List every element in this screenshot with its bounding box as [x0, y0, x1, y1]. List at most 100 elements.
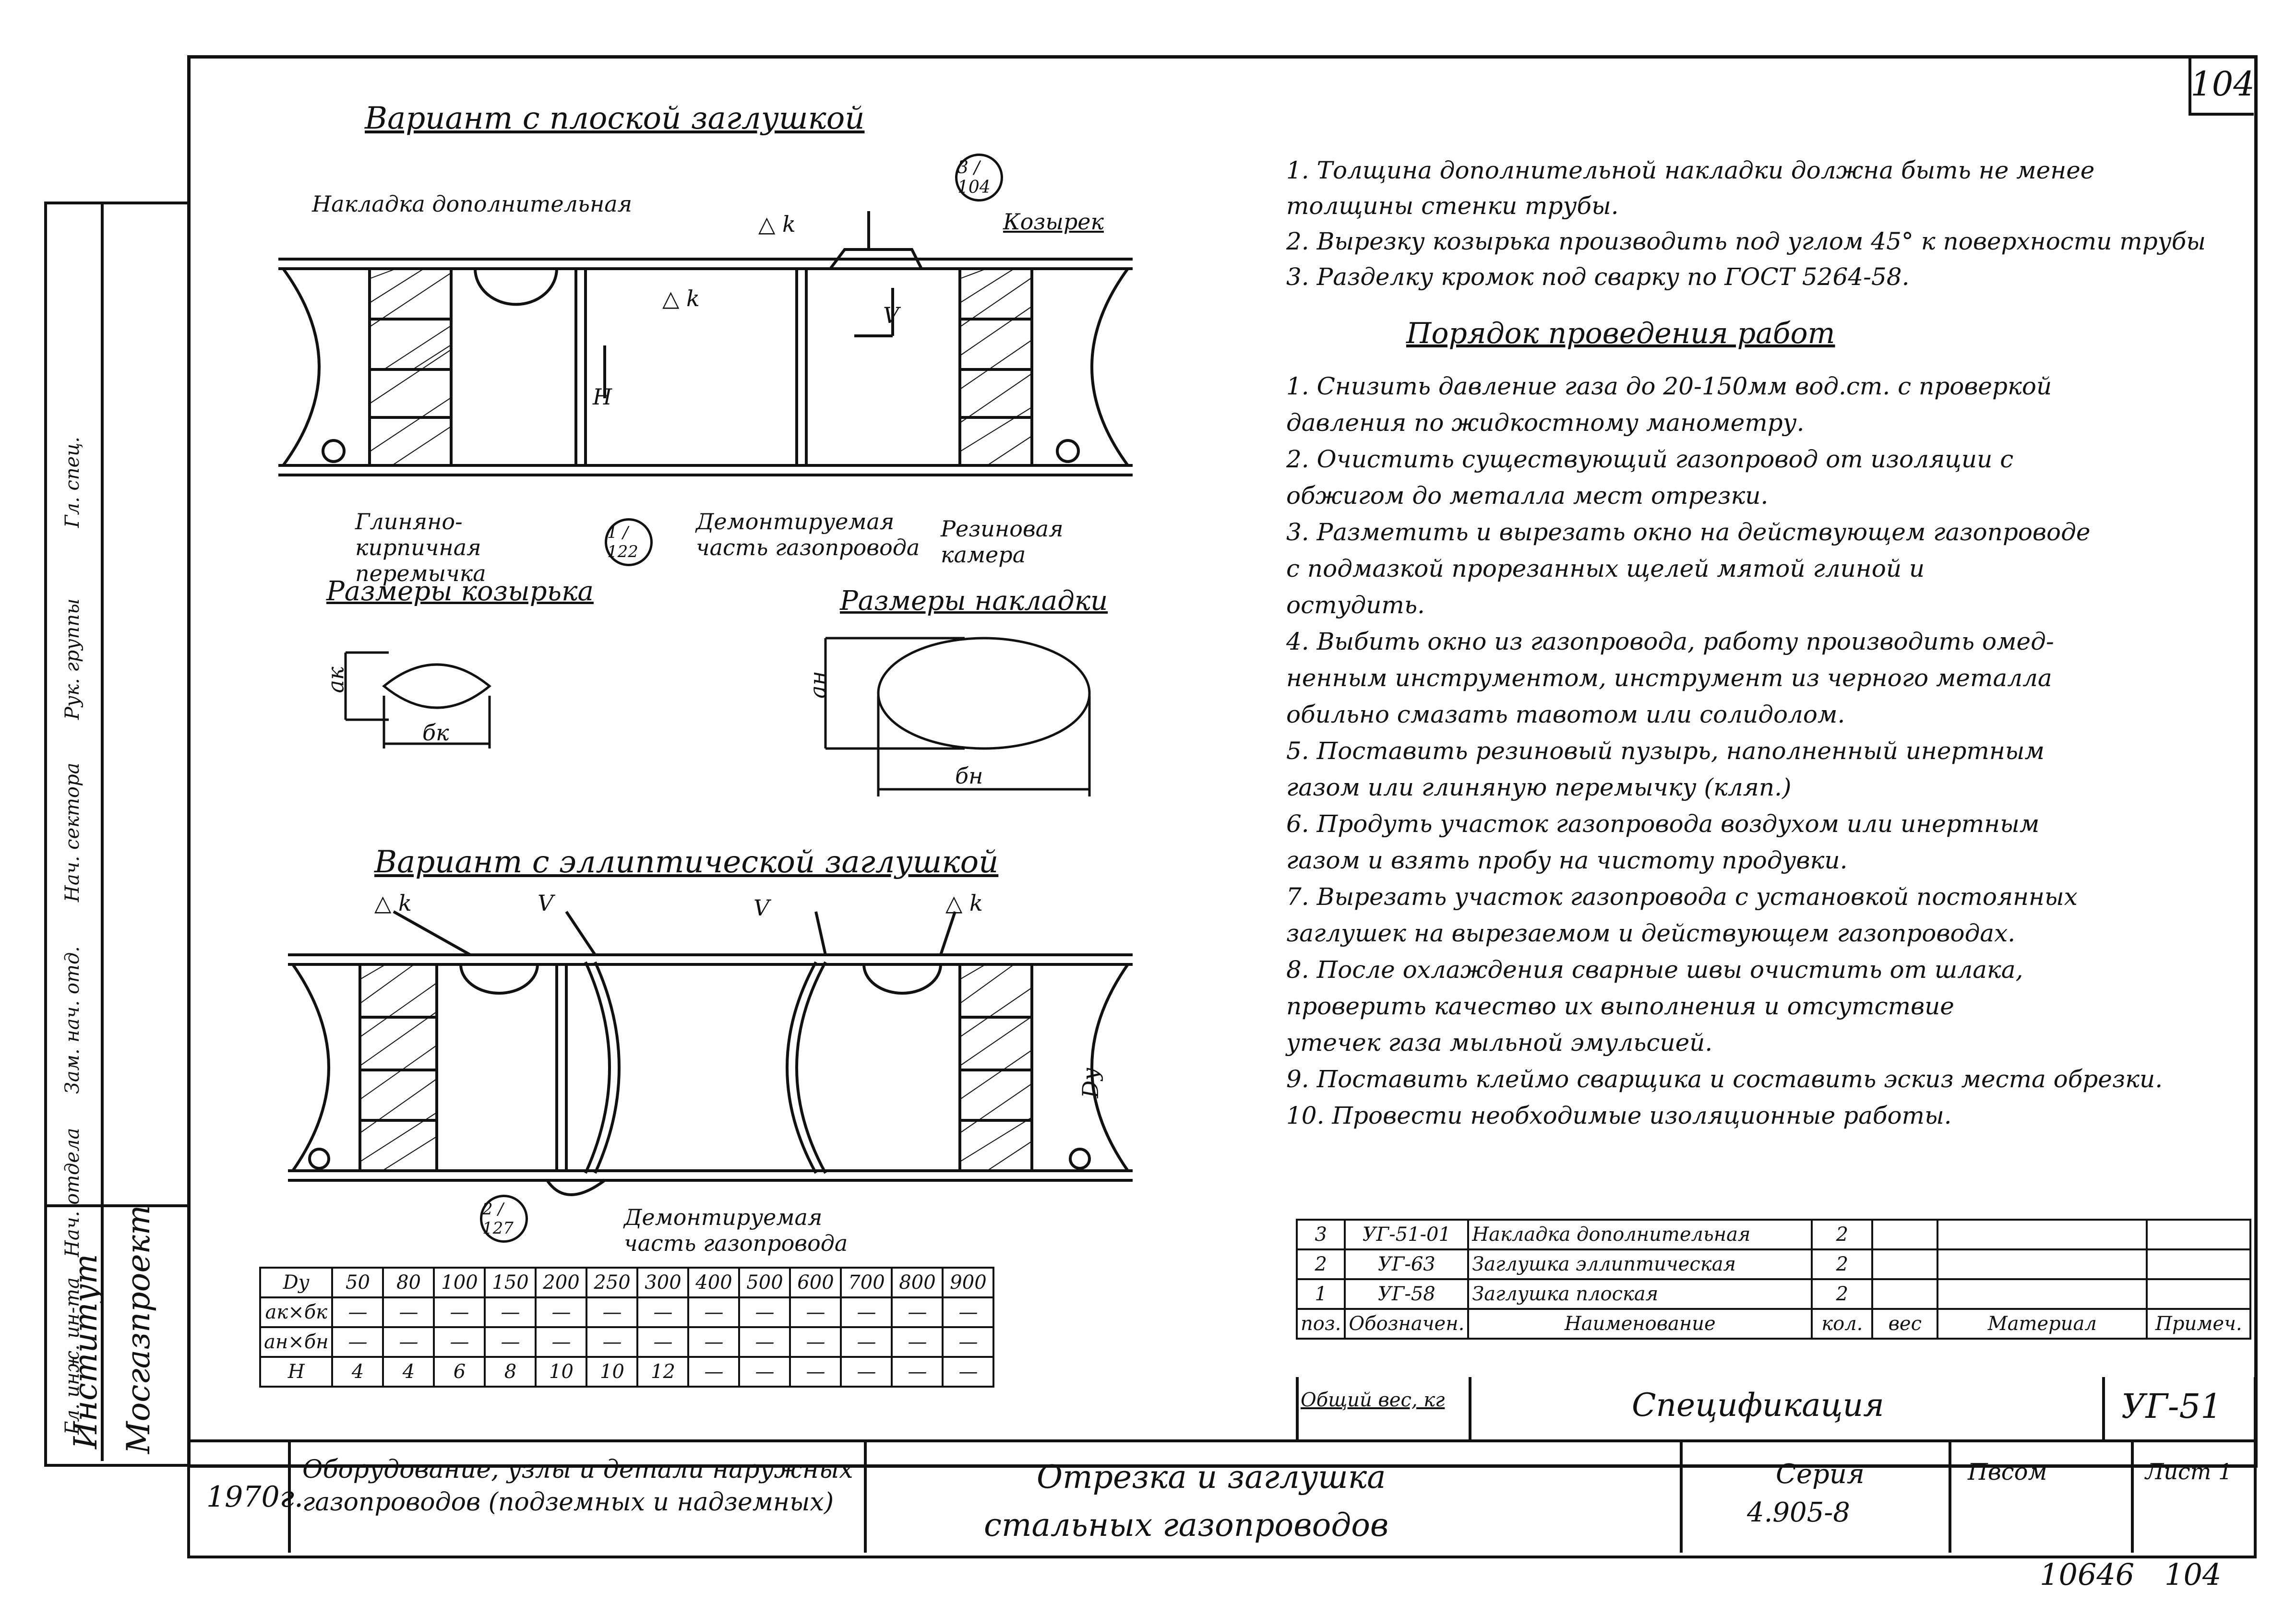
- rubber-chamber-callout: Резиновая камера: [941, 516, 1064, 568]
- dim-h-6: 250: [586, 1267, 639, 1298]
- dim-h-12: 800: [891, 1267, 944, 1298]
- dim-r0-c9: —: [738, 1296, 791, 1328]
- dimension-row-h: Н 4 4 6 8 10 10 12 — — — — — —: [259, 1356, 995, 1388]
- dim-r2-c2: 4: [382, 1356, 435, 1388]
- dim-r0-c3: —: [433, 1296, 486, 1328]
- procedure-title: Порядок проведения работ: [1406, 317, 1835, 350]
- org-label: Мосгазпроект: [120, 1205, 157, 1454]
- dim-bn: бн: [955, 763, 983, 789]
- proc-line-16: заглушек на вырезаемом и действующем газ…: [1286, 919, 2016, 947]
- spec-2-note: [2146, 1248, 2252, 1280]
- spec-3-designation: УГ-51-01: [1344, 1219, 1470, 1250]
- proc-line-9: ненным инструментом, инструмент из черно…: [1286, 664, 2052, 692]
- institute-label: Институт: [67, 1254, 104, 1449]
- dim-r1-c1: —: [331, 1326, 384, 1358]
- drawing-title-1: Отрезка и заглушка: [1037, 1459, 1386, 1496]
- dim-h: Н: [593, 384, 612, 410]
- spec-h-note: Примеч.: [2146, 1308, 2252, 1340]
- dim-r1-c10: —: [789, 1326, 842, 1358]
- dim-r0-c11: —: [840, 1296, 893, 1328]
- page-number: 104: [2190, 64, 2255, 104]
- dim-h-8: 400: [687, 1267, 741, 1298]
- spec-1-designation: УГ-58: [1344, 1278, 1470, 1310]
- spec-2-weight: [1871, 1248, 1939, 1280]
- spec-1-weight: [1871, 1278, 1939, 1310]
- proc-line-6: с подмазкой прорезанных щелей мятой глин…: [1286, 555, 1925, 582]
- side-stamp-3: Зам. нач. отд.: [61, 946, 84, 1094]
- dim-r1-c7: —: [636, 1326, 690, 1358]
- visor-size-title: Размеры козырька: [326, 576, 594, 607]
- drawing-title-2: стальных газопроводов: [984, 1507, 1389, 1544]
- tb-div-5: [2131, 1439, 2134, 1553]
- side-stamp: [44, 202, 190, 1467]
- dim-r0-c1: —: [331, 1296, 384, 1328]
- dim-h-7: 300: [636, 1267, 690, 1298]
- dim-r1-c3: —: [433, 1326, 486, 1358]
- visor-callout: Козырек: [1003, 209, 1104, 235]
- side-stamp-5: Рук. группы: [61, 598, 84, 720]
- proc-line-11: 5. Поставить резиновый пузырь, наполненн…: [1286, 737, 2045, 765]
- dimension-table: Dу 50 80 100 150 200 250 300 400 500 600…: [259, 1267, 995, 1388]
- spec-3-weight: [1871, 1219, 1939, 1250]
- spec-row-1: 1 УГ-58 Заглушка плоская 2: [1295, 1278, 2252, 1310]
- dim-r1-c5: —: [535, 1326, 588, 1358]
- spec-2-qty: 2: [1811, 1248, 1874, 1280]
- dim-r1-c9: —: [738, 1326, 791, 1358]
- dim-r1-c6: —: [586, 1326, 639, 1358]
- proc-line-18: проверить качество их выполнения и отсут…: [1286, 992, 1954, 1020]
- tb-div-1: [288, 1439, 291, 1553]
- dim-r0-c13: —: [942, 1296, 995, 1328]
- weld-v-bl: V: [538, 890, 554, 916]
- archive-number: 10646: [2040, 1557, 2135, 1592]
- spec-2-name: Заглушка эллиптическая: [1467, 1248, 1813, 1280]
- spec-h-designation: Обозначен.: [1344, 1308, 1470, 1340]
- spec-3-name: Накладка дополнительная: [1467, 1219, 1813, 1250]
- dim-h-4: 150: [484, 1267, 537, 1298]
- sheet-label: Лист 1: [2145, 1459, 2233, 1485]
- spec-1-name: Заглушка плоская: [1467, 1278, 1813, 1310]
- dim-r0-c4: —: [484, 1296, 537, 1328]
- dim-h-9: 500: [738, 1267, 791, 1298]
- dim-h-3: 100: [433, 1267, 486, 1298]
- proc-line-5: 3. Разметить и вырезать окно на действую…: [1286, 518, 2091, 546]
- dim-r0-c10: —: [789, 1296, 842, 1328]
- series-label: Серия: [1776, 1459, 1865, 1490]
- spec-3-material: [1937, 1219, 2148, 1250]
- dimension-row-overlay: ан×бн — — — — — — — — — — — — —: [259, 1326, 995, 1358]
- overlay-sketch: [824, 637, 1091, 796]
- series-number: 4.905-8: [1747, 1497, 1850, 1528]
- dim-r2-c11: —: [840, 1356, 893, 1388]
- spec-h-pos: поз.: [1295, 1308, 1346, 1340]
- dim-r0-c12: —: [891, 1296, 944, 1328]
- dim-r0-c7: —: [636, 1296, 690, 1328]
- proc-line-10: обильно смазать тавотом или солидолом.: [1286, 701, 1845, 728]
- note-2: 2. Вырезку козырька производить под угло…: [1286, 227, 2206, 255]
- clay-plug-callout: Глиняно-кирпичная перемычка: [355, 509, 486, 586]
- spec-3-qty: 2: [1811, 1219, 1874, 1250]
- dim-h-13: 900: [942, 1267, 995, 1298]
- proc-line-20: 9. Поставить клеймо сварщика и составить…: [1286, 1065, 2163, 1093]
- specification-table: 3 УГ-51-01 Накладка дополнительная 2 2 У…: [1295, 1219, 2252, 1340]
- series-title: Оборудование, узлы и детали наружных газ…: [302, 1455, 853, 1517]
- dismantled-bottom-callout: Демонтируемая часть газопровода: [624, 1204, 848, 1256]
- proc-line-19: утечек газа мыльной эмульсией.: [1286, 1029, 1713, 1057]
- dim-dy: Dу: [1077, 1068, 1103, 1098]
- mass-label: Пвсом: [1968, 1459, 2047, 1485]
- visor-sketch: [344, 651, 491, 749]
- dim-r1-c12: —: [891, 1326, 944, 1358]
- dim-r1-c4: —: [484, 1326, 537, 1358]
- elliptic-plug-drawing: [288, 910, 1133, 1196]
- flat-plug-title: Вариант с плоской заглушкой: [365, 101, 865, 136]
- dim-r2-c10: —: [789, 1356, 842, 1388]
- side-stamp-2: Нач. отдела: [61, 1128, 84, 1257]
- spec-1-qty: 2: [1811, 1278, 1874, 1310]
- weld-v-br: V: [753, 895, 770, 921]
- weld-v-top: V: [883, 302, 899, 328]
- dim-r2-c1: 4: [331, 1356, 384, 1388]
- dim-r1-c0: ан×бн: [259, 1326, 334, 1358]
- spec-code: УГ-51: [2121, 1387, 2222, 1426]
- overlay-callout: Накладка дополнительная: [312, 191, 633, 217]
- dim-r1-c11: —: [840, 1326, 893, 1358]
- spec-h-weight: вес: [1871, 1308, 1939, 1340]
- dim-r2-c0: Н: [259, 1356, 334, 1388]
